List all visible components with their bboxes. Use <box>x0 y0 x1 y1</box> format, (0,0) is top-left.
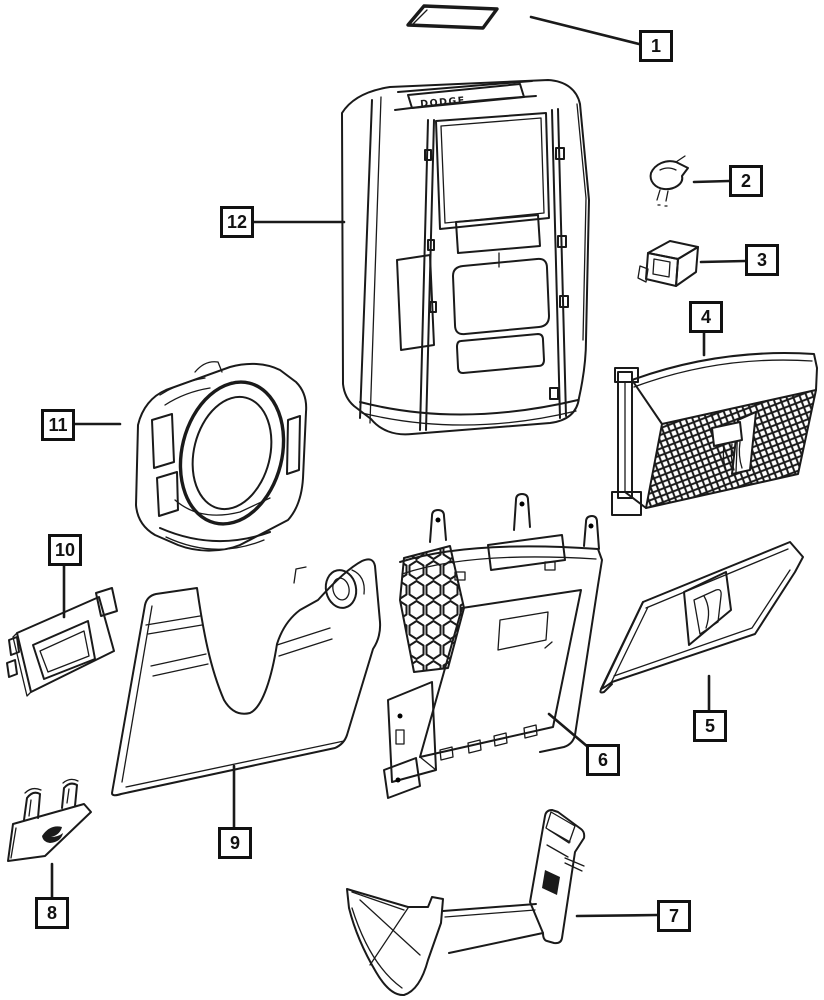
callout-2-label: 2 <box>740 170 751 191</box>
callout-10[interactable]: 10 <box>48 534 82 566</box>
callout-9[interactable]: 9 <box>218 827 252 859</box>
part-1-top-cover-plate <box>406 4 499 30</box>
part-9-lower-knee-panel <box>111 558 382 797</box>
callout-8-label: 8 <box>46 902 57 923</box>
part-2-retainer-clip <box>649 155 689 207</box>
callout-6-label: 6 <box>597 749 608 770</box>
callout-4-label: 4 <box>700 306 711 327</box>
part-5-glove-box-door <box>599 541 804 694</box>
callout-7[interactable]: 7 <box>657 900 691 932</box>
callout-4[interactable]: 4 <box>689 301 723 333</box>
callout-11[interactable]: 11 <box>41 409 75 441</box>
callout-7-label: 7 <box>668 905 679 926</box>
callout-12[interactable]: 12 <box>220 206 254 238</box>
part-10-small-bezel <box>6 587 118 697</box>
callout-10-label: 10 <box>54 539 76 560</box>
part-3-switch-block <box>637 240 699 287</box>
callout-3[interactable]: 3 <box>745 244 779 276</box>
callout-1-label: 1 <box>650 35 661 56</box>
part-6-center-support <box>383 493 603 799</box>
callout-6[interactable]: 6 <box>586 744 620 776</box>
part-11-steering-column-shroud <box>135 361 308 552</box>
callout-1[interactable]: 1 <box>639 30 673 62</box>
callout-3-label: 3 <box>756 249 767 270</box>
part-7-lower-trim <box>346 809 586 997</box>
callout-5[interactable]: 5 <box>693 710 727 742</box>
callout-5-label: 5 <box>704 715 715 736</box>
part-12-center-stack-bezel: DODGE <box>341 79 590 436</box>
brand-lettering: DODGE <box>420 95 466 110</box>
callout-11-label: 11 <box>48 414 68 435</box>
callout-8[interactable]: 8 <box>35 897 69 929</box>
callout-2[interactable]: 2 <box>729 165 763 197</box>
part-8-access-door <box>7 778 92 862</box>
callout-9-label: 9 <box>229 832 240 853</box>
part-4-glove-box-bin <box>611 352 818 516</box>
callout-12-label: 12 <box>226 211 248 232</box>
